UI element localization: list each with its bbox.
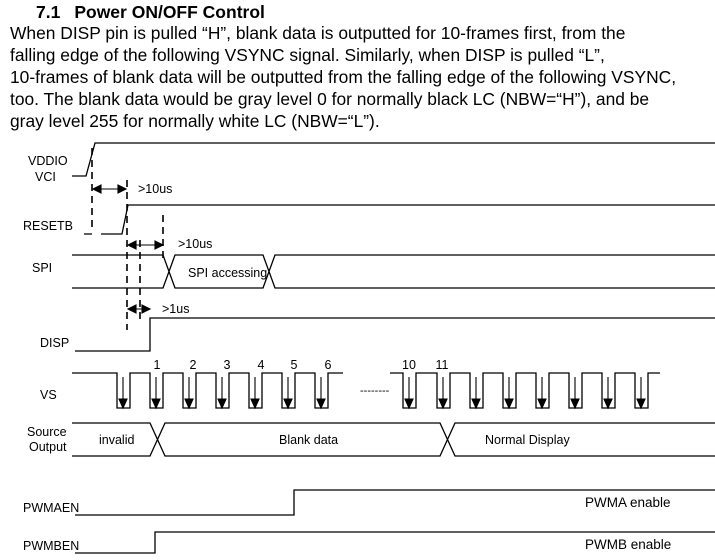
vs-arrow <box>504 377 514 410</box>
frame-number: 3 <box>224 358 231 372</box>
signal-label-vddio: VDDIO <box>28 154 68 168</box>
spi-delay-label: >10us <box>178 237 212 251</box>
vs-arrow <box>217 377 227 410</box>
vs-arrow <box>438 377 448 410</box>
frame-number: 2 <box>190 358 197 372</box>
pwmaen-waveform <box>75 489 715 516</box>
vs-arrow <box>316 377 326 410</box>
vs-arrow <box>570 377 580 410</box>
frame-number: 4 <box>258 358 265 372</box>
signal-label-resetb: RESETB <box>23 219 73 233</box>
vs-arrow <box>283 377 293 410</box>
signal-label-vci: VCI <box>35 170 56 184</box>
vs-arrow <box>118 377 128 410</box>
spi-delay-arrow <box>126 240 165 250</box>
vs-arrow <box>537 377 547 410</box>
frame-number: 5 <box>291 358 298 372</box>
vs-arrow <box>603 377 613 410</box>
source-state-blank: Blank data <box>279 433 338 447</box>
reset-delay-arrow <box>91 184 128 194</box>
frame-gap-dashes: -------- <box>360 385 390 397</box>
paragraph-line: 10-frames of blank data will be outputte… <box>10 67 677 87</box>
spi-accessing-label: SPI accessing <box>188 266 267 280</box>
vs-arrow <box>151 377 161 410</box>
paragraph-line: falling edge of the following VSYNC sign… <box>10 45 605 65</box>
pwmben-waveform <box>75 531 715 554</box>
frame-number: 6 <box>325 358 332 372</box>
frame-number: 10 <box>402 358 416 372</box>
pwma-enable-label: PWMA enable <box>585 495 671 510</box>
signal-label-vs: VS <box>40 388 57 402</box>
pwmb-enable-label: PWMB enable <box>585 537 671 552</box>
source-state-normal: Normal Display <box>485 433 570 447</box>
vs-arrow <box>404 377 414 410</box>
vs-arrow <box>184 377 194 410</box>
vddio-waveform <box>72 142 715 177</box>
spi-waveform <box>72 254 715 289</box>
vs-arrow <box>636 377 646 410</box>
section-number: 7.1 <box>36 2 61 22</box>
signal-label-pwmben: PWMBEN <box>23 539 79 553</box>
paragraph-line: When DISP pin is pulled “H”, blank data … <box>10 23 626 43</box>
frame-number: 1 <box>154 358 161 372</box>
signal-label-disp: DISP <box>40 336 69 350</box>
source-output-waveform <box>72 422 715 457</box>
disp-delay-arrow <box>126 304 152 314</box>
section-heading: 7.1 Power ON/OFF Control <box>36 2 265 23</box>
section-title: Power ON/OFF Control <box>74 2 265 22</box>
source-state-invalid: invalid <box>99 433 134 447</box>
paragraph-line: gray level 255 for normally white LC (NB… <box>10 111 380 131</box>
signal-label-pwmaen: PWMAEN <box>23 501 79 515</box>
reset-delay-label: >10us <box>138 182 172 196</box>
frame-number: 11 <box>436 358 449 372</box>
signal-label-source: Source <box>27 425 67 439</box>
disp-delay-label: >1us <box>162 302 189 316</box>
signal-label-output: Output <box>29 440 67 454</box>
disp-waveform <box>75 317 715 352</box>
vs-arrow <box>471 377 481 410</box>
resetb-waveform <box>84 204 715 235</box>
paragraph-line: too. The blank data would be gray level … <box>10 89 650 109</box>
vs-arrow <box>250 377 260 410</box>
description-paragraph: When DISP pin is pulled “H”, blank data … <box>10 22 715 132</box>
signal-label-spi: SPI <box>32 261 52 275</box>
